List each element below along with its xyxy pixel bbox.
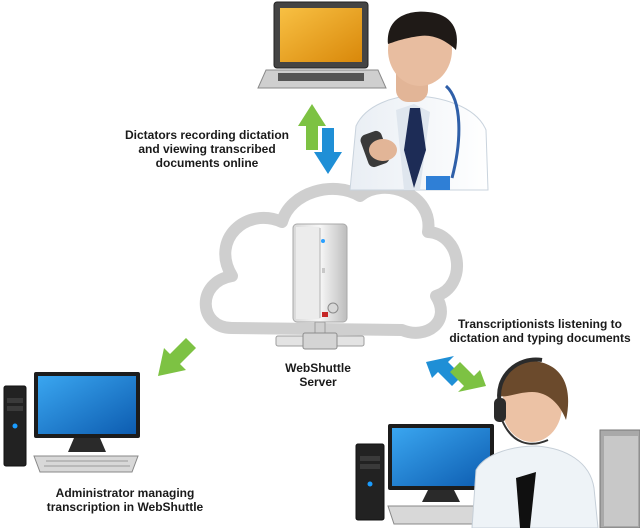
desktop-computer-icon <box>3 372 140 473</box>
dictators-label-line: documents online <box>155 156 259 170</box>
arrow-icon <box>158 338 196 376</box>
arrow-icon <box>314 128 342 174</box>
transcriptionists-label: Transcriptionists listening to dictation… <box>444 317 636 345</box>
transcriptionists-label-line: dictation and typing documents <box>449 331 631 345</box>
server-label: WebShuttle Server <box>282 361 354 389</box>
server-tower-icon <box>275 223 365 350</box>
cloud-icon <box>199 181 463 339</box>
arrow-icon <box>298 104 326 150</box>
doctor-photo <box>349 11 489 191</box>
desktop-computer-icon <box>355 424 494 525</box>
arrow-icon <box>426 356 462 386</box>
administrator-label: Administrator managing transcription in … <box>30 486 220 514</box>
arrow-icon <box>450 362 486 392</box>
laptop-icon <box>257 1 387 89</box>
dictators-label-line: Dictators recording dictation <box>124 128 290 142</box>
server-label-line: Server <box>299 375 337 389</box>
transcriptionist-photo <box>471 357 640 528</box>
transcriptionists-label-line: Transcriptionists listening to <box>457 317 623 331</box>
server-label-line: WebShuttle <box>285 361 351 375</box>
administrator-label-line: Administrator managing <box>55 486 195 500</box>
dictators-label-line: and viewing transcribed <box>138 142 276 156</box>
dictators-label: Dictators recording dictation and viewin… <box>118 128 296 170</box>
administrator-label-line: transcription in WebShuttle <box>46 500 204 514</box>
